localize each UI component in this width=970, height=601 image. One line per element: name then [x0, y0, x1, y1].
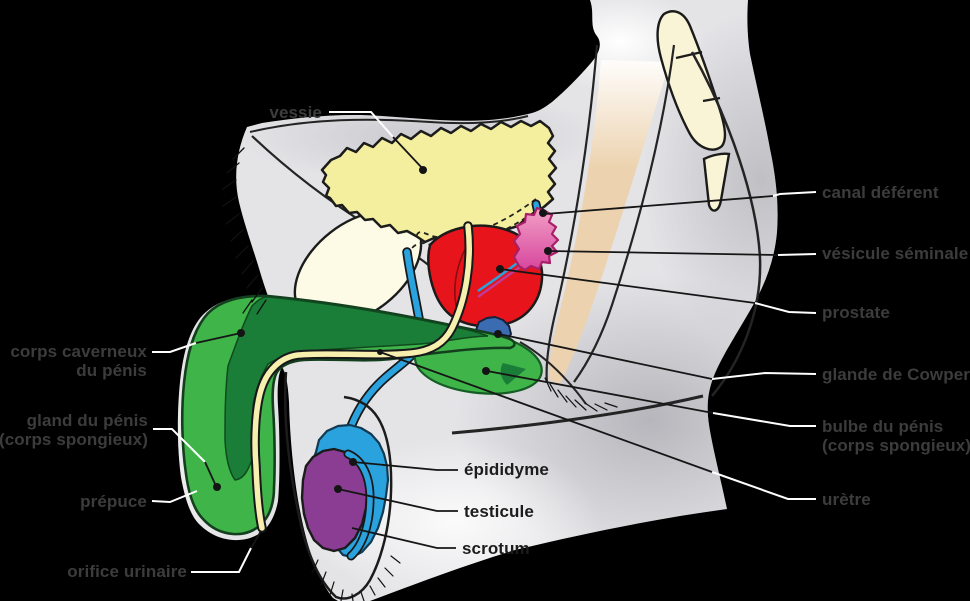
prostate-shape [427, 224, 544, 328]
leader-canal-inner [544, 195, 774, 215]
urethra-tube [250, 221, 474, 533]
leader-vessie-outer [329, 111, 394, 138]
leader-orifice-inner [250, 530, 262, 549]
leader-testicule [337, 488, 458, 512]
perineum-hair-strokes [544, 377, 618, 412]
leader-epididyme [352, 461, 458, 471]
dot-vesicule [544, 247, 552, 255]
label-prepuce: prépuce [80, 492, 147, 511]
label-epididyme: épididyme [464, 460, 549, 479]
leader-prepuce-outer [151, 490, 198, 504]
leader-dots [213, 166, 552, 493]
label-canal-deferent: canal déférent [822, 183, 939, 202]
dot-corps-caverneux [237, 329, 245, 337]
label-corps-line1: corps caverneux [10, 342, 147, 361]
leader-uretre-outer [711, 471, 816, 500]
dot-prostate [496, 265, 504, 273]
leader-bulbe-inner [486, 370, 714, 414]
vas-deferens-hidden-path-dashes [407, 198, 542, 257]
leader-prostate-outer [754, 302, 817, 314]
label-gland-line1: gland du pénis [26, 411, 148, 430]
leader-canal-outer [772, 191, 817, 197]
label-uretre: urètre [822, 490, 871, 509]
leader-vesicule-inner [548, 250, 779, 256]
pubic-hair-strokes [222, 147, 267, 315]
label-scrotum: scrotum [462, 539, 530, 558]
dot-testicule [334, 485, 342, 493]
label-testicule: testicule [464, 502, 534, 521]
penis-bulb-tip [500, 363, 526, 385]
dot-canal-deferent [539, 209, 547, 217]
scrotum-hair-strokes [311, 555, 401, 601]
dot-epididyme [349, 458, 357, 466]
label-vessie: vessie [269, 103, 322, 122]
leader-gland-outer [153, 428, 206, 463]
leader-corps-caverneux-inner [195, 332, 242, 344]
bladder-shape [320, 119, 558, 248]
leader-lines-inside [195, 136, 779, 549]
leader-orifice-outer [191, 547, 252, 573]
leader-lines-outside [151, 111, 817, 573]
leader-vesicule-outer [777, 253, 817, 256]
label-gland-line2: (corps spongieux) [0, 430, 148, 449]
leader-prostate-inner [499, 268, 756, 304]
rectum-shape [548, 60, 670, 384]
leader-uretre-inner [379, 351, 713, 473]
vertebra-tick-marks [675, 50, 721, 103]
label-vesicule-seminale: vésicule séminale [822, 244, 969, 263]
label-gland-du-penis: gland du pénis (corps spongieux) [0, 411, 148, 449]
leader-cowper-inner [498, 333, 713, 380]
dot-gland [213, 483, 221, 491]
label-bulbe-line1: bulbe du pénis [822, 417, 944, 436]
label-orifice-urinaire: orifice urinaire [67, 562, 187, 581]
leader-vessie-inner [392, 136, 424, 170]
leader-cowper-outer [711, 371, 817, 380]
dot-uretre [377, 349, 383, 355]
scrotum-outline [283, 371, 393, 600]
leader-gland-inner [204, 461, 217, 487]
label-corps-caverneux: corps caverneux du pénis [10, 342, 147, 380]
leader-bulbe-outer [712, 412, 816, 427]
label-bulbe-du-penis: bulbe du pénis (corps spongieux) [822, 417, 970, 455]
dot-vessie [419, 166, 427, 174]
label-bulbe-line2: (corps spongieux) [822, 436, 970, 455]
dot-bulbe [482, 367, 490, 375]
label-prostate: prostate [822, 303, 890, 322]
label-corps-line2: du pénis [76, 361, 147, 380]
dot-cowper [494, 330, 502, 338]
leader-corps-caverneux-outer [152, 342, 197, 353]
leader-scrotum [351, 527, 456, 549]
label-glande-de-cowper: glande de Cowper [822, 365, 970, 384]
